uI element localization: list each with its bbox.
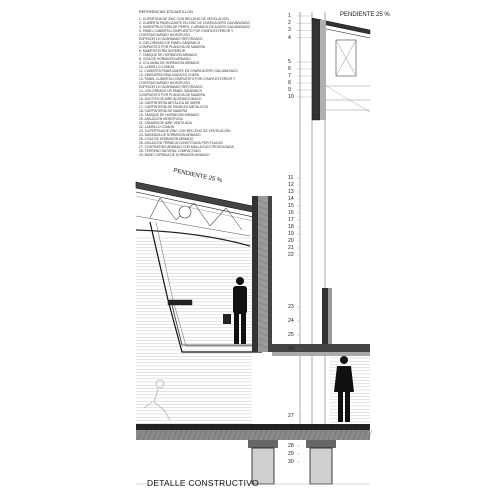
legend-item: 12- ZINGUERÍA REALIZADA EN CHAPA — [139, 73, 200, 77]
person-figure-right — [334, 356, 354, 422]
reference-number: 24 — [288, 318, 294, 324]
legend-item: 4- PANEL CUBIERTA COMPUESTO POR CHAPA EX… — [139, 29, 234, 33]
reference-number: 26 — [288, 346, 294, 352]
legend-item: 13- PANEL CUBIERTA COMPUESTO POR CHAPA E… — [139, 77, 236, 81]
reference-number: 16 — [288, 210, 294, 216]
legend-item: 27- CONTRAPISO ARMADO CON MALLA ELECTROS… — [139, 145, 234, 149]
reference-number: 13 — [288, 189, 294, 195]
left-roof — [135, 181, 263, 247]
legend-item: 17- CARPINTERÍA DE PANELES METÁLICOS — [139, 105, 209, 109]
legend-item: 18- CARPINTERÍA DE MADERA — [139, 109, 188, 113]
person-figure-left — [223, 277, 247, 344]
legend-item: 9- COLUMNA DE HORMIGÓN ARMADO — [139, 61, 200, 65]
reference-number: 7 — [288, 73, 291, 79]
reference-number: 15 — [288, 203, 294, 209]
legend-item: 1- CUPERTINA DE ZINC CON RELLENO DE VENT… — [139, 17, 229, 21]
legend-item: 16- CARPINTERÍA METÁLICA DE ABRIR — [139, 101, 201, 105]
legend-item: 2- CUBIERTA PANELIZANTE EN ZINC DE CHAPA… — [139, 21, 251, 25]
legend-item: 24- BARANDA DE HORMIGÓN ARMADO — [139, 133, 201, 137]
reference-leaders — [297, 15, 312, 463]
legend-item: 25- LOSA DE HORMIGÓN ARMADO — [139, 137, 194, 141]
legend-item: 23- CUPERTINA DE ZINC CON RELLENO DE VEN… — [139, 129, 231, 133]
legend-item: ESPESOR 15 CM ARMADO REFORZADO — [139, 37, 203, 41]
legend-item: 19- TABIQUE DE HORMIGÓN ARMADO — [139, 113, 199, 117]
reference-number: 8 — [288, 80, 291, 86]
reference-number: 6 — [288, 66, 291, 72]
reference-number: 2 — [288, 20, 291, 27]
seated-figure-sketch — [143, 379, 171, 421]
reference-number: 21 — [288, 245, 294, 251]
reference-number: 30 — [288, 459, 294, 465]
reference-number: 27 — [288, 413, 294, 419]
reference-number: 18 — [288, 224, 294, 230]
reference-number: 23 — [288, 304, 294, 310]
legend-item: ESPESOR 15 CM ARMADO REFORZADO — [139, 85, 203, 89]
top-roof-detail — [311, 17, 371, 121]
reference-number: 17 — [288, 217, 294, 223]
reference-number: 20 — [288, 238, 294, 244]
legend-item: 7- TABIQUE DE HORMIGÓN ARMADO — [139, 53, 198, 57]
lower-right-structure — [272, 288, 370, 423]
reference-number: 4 — [288, 34, 291, 41]
legend-item: 20- AISLACIÓN HIDRÓFUGA — [139, 117, 183, 121]
reference-number: 19 — [288, 231, 294, 237]
legend-item: 11- CUBIERTA PANELIZANTE EN CHAPA ACERO … — [139, 69, 238, 73]
left-envelope-wall — [149, 221, 262, 353]
drawing-caption: DETALLE CONSTRUCTIVO — [147, 478, 259, 488]
reference-number: 14 — [288, 196, 294, 202]
reference-number: 3 — [288, 27, 291, 34]
legend-item: 10- LADRILLO COMÚN — [139, 65, 174, 69]
slope-label-top: PENDIENTE 25 % — [340, 12, 390, 18]
legend-item: CONTRACHAPADO HIDRÓFUGO — [139, 33, 191, 37]
legend-item: 6- MAMPOSTERÍA SUPERIOR — [139, 49, 186, 53]
ground-slab — [136, 424, 373, 485]
legend-title: REFERENCIAS ESCANTILLON — [139, 10, 193, 14]
legend-item: 26- AISLACIÓN TÉRMICA CONSTITUIDA POR PL… — [139, 141, 223, 145]
legend-item: 29- BASE CORRIDA DE HORMIGÓN ARMADO — [139, 153, 210, 157]
reference-number: 11 — [288, 175, 294, 181]
reference-number: 22 — [288, 252, 294, 258]
legend-item: 21- CÁMARA DE AIRE VENTILADA — [139, 121, 192, 125]
legend-item: 15- DUCTOS DE AIRE ACONDICIONADO — [139, 97, 202, 101]
reference-number: 10 — [288, 94, 294, 100]
legend-item: CONTRACHAPADO HIDRÓFUGO — [139, 81, 191, 85]
legend-item: 5- CIELORRASO DE PANEL SÁNDWICH — [139, 41, 201, 45]
legend-item: 14- CIELORRASO DE PANEL SÁNDWICH — [139, 89, 203, 93]
reference-number: 29 — [288, 451, 294, 457]
reference-number: 25 — [288, 332, 294, 338]
reference-number: 28 — [288, 443, 294, 449]
reference-number: 12 — [288, 182, 294, 188]
legend-item: 22- LADRILLO COMÚN — [139, 125, 174, 129]
reference-number: 1 — [288, 13, 291, 19]
legend-item: 28- TERRENO NATURAL COMPACTADO — [139, 149, 201, 153]
reference-number: 5 — [288, 59, 291, 65]
legend-item: COMPUESTO POR PLANCHA DE MADERA — [139, 93, 206, 97]
reference-number: 9 — [288, 87, 291, 93]
legend-item: COMPUESTO POR PLANCHA DE MADERA — [139, 45, 206, 49]
legend-item: 3- SUBESTRUCTURA DE PERFIL C ARMADO DE A… — [139, 25, 251, 29]
central-wall — [252, 196, 272, 352]
legend-item: 8- VIGA DE HORMIGÓN ARMADO — [139, 57, 191, 61]
